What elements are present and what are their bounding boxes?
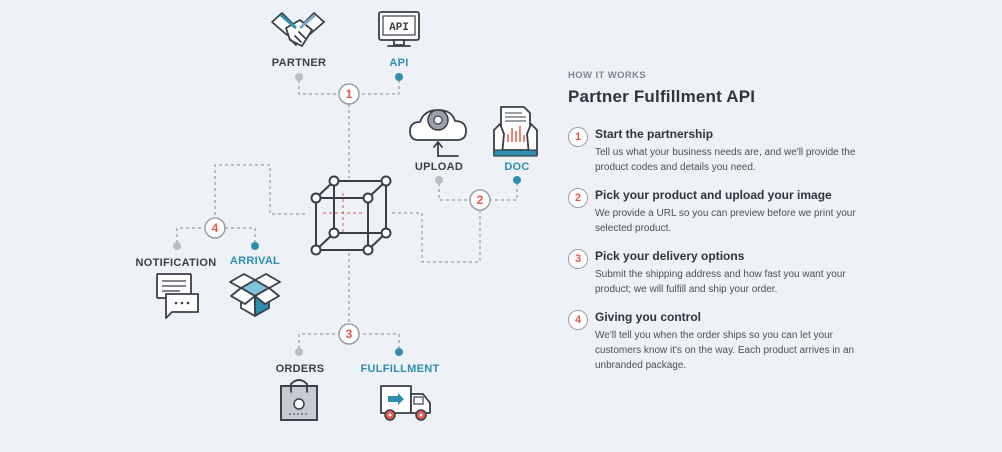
step-badge: 3 <box>568 249 588 269</box>
upload-node <box>435 176 443 184</box>
arrival-label: ARRIVAL <box>230 255 280 267</box>
step-2-number: 2 <box>477 193 484 207</box>
step-title: Pick your delivery options <box>595 249 745 263</box>
api-label: API <box>389 57 408 69</box>
partner-node <box>295 73 303 81</box>
orders-node <box>295 348 303 356</box>
step-item-1: 1 Start the partnership Tell us what you… <box>568 127 868 187</box>
api-node <box>395 73 403 81</box>
orders-label: ORDERS <box>276 363 325 375</box>
doc-label: DOC <box>504 161 529 173</box>
fulfillment-node <box>395 348 403 356</box>
step-3-marker: 3 <box>338 323 360 345</box>
handshake-icon <box>271 12 325 47</box>
step-4-number: 4 <box>212 221 219 235</box>
notification-node <box>173 242 181 250</box>
step-2-marker: 2 <box>469 189 491 211</box>
step-1-marker: 1 <box>338 83 360 105</box>
fulfillment-diagram: API PARTNER API 1 <box>136 11 538 421</box>
step-item-4: 4 Giving you control We'll tell you when… <box>568 310 868 371</box>
upload-label: UPLOAD <box>415 161 463 173</box>
document-icon <box>493 106 538 157</box>
step-description: We'll tell you when the order ships so y… <box>595 330 855 371</box>
cube-icon <box>310 175 392 256</box>
delivery-truck-icon <box>380 385 431 421</box>
step-badge: 4 <box>568 310 588 330</box>
doc-node <box>513 176 521 184</box>
step-1-number: 1 <box>346 87 353 101</box>
page-title: Partner Fulfillment API <box>568 87 756 106</box>
step-badge: 2 <box>568 188 588 208</box>
arrival-node <box>251 242 259 250</box>
api-screen-text: API <box>389 22 409 34</box>
upload-cloud-icon <box>409 109 467 157</box>
step-description: We provide a URL so you can preview befo… <box>595 208 856 234</box>
fulfillment-label: FULFILLMENT <box>360 363 439 375</box>
step-description: Submit the shipping address and how fast… <box>595 269 846 295</box>
section-eyebrow: HOW IT WORKS <box>568 70 647 81</box>
how-it-works-panel: HOW IT WORKS Partner Fulfillment API 1 S… <box>568 70 868 371</box>
steps-list: 1 Start the partnership Tell us what you… <box>568 127 868 371</box>
step-4-marker: 4 <box>204 217 226 239</box>
step-title: Giving you control <box>595 310 702 324</box>
step-item-3: 3 Pick your delivery options Submit the … <box>568 249 868 309</box>
api-monitor-icon: API <box>378 11 420 47</box>
shopping-bag-icon <box>280 379 318 421</box>
step-badge: 1 <box>568 127 588 147</box>
partner-label: PARTNER <box>272 57 326 69</box>
notification-chat-icon <box>156 273 199 319</box>
step-3-number: 3 <box>346 327 353 341</box>
step-item-2: 2 Pick your product and upload your imag… <box>568 188 868 248</box>
step-description: Tell us what your business needs are, an… <box>595 147 856 173</box>
notification-label: NOTIFICATION <box>136 257 217 269</box>
step-title: Pick your product and upload your image <box>595 188 832 202</box>
open-box-icon <box>229 273 281 317</box>
step-title: Start the partnership <box>595 127 714 141</box>
connector-lines <box>176 80 518 349</box>
